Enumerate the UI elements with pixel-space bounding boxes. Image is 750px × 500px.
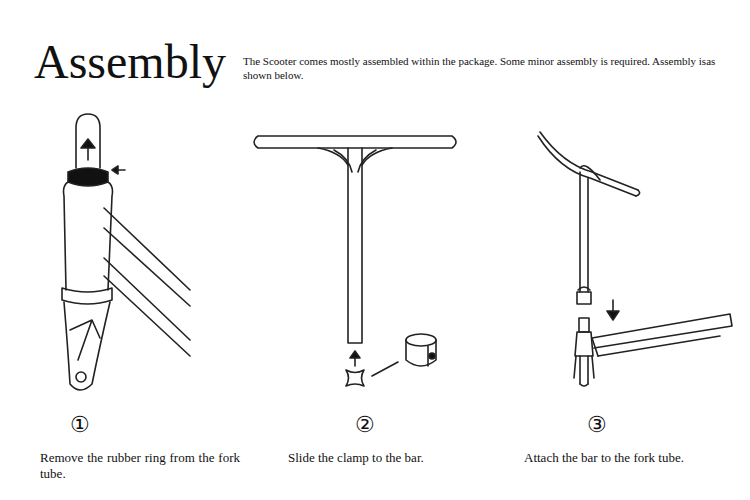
step-text: Remove the rubber ring from the fork tub…	[40, 450, 240, 482]
step-number: ②	[355, 412, 375, 438]
step-number: ①	[70, 412, 90, 438]
scooter-figure	[538, 132, 732, 386]
clamp	[406, 334, 436, 366]
t-bar-figure	[254, 136, 456, 386]
step-number: ③	[587, 412, 607, 438]
head-tube-figure	[62, 114, 190, 390]
page-title: Assembly	[34, 34, 226, 90]
step-text: Attach the bar to the fork tube.	[524, 450, 714, 466]
step-text: Slide the clamp to the bar.	[288, 450, 488, 466]
intro-note: The Scooter comes mostly assembled withi…	[243, 54, 743, 82]
